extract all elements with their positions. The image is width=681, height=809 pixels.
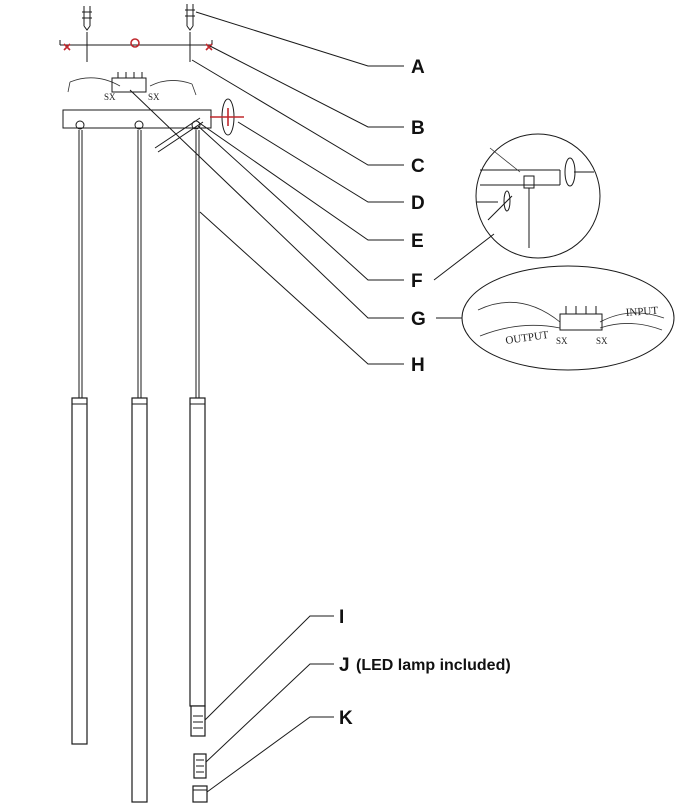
leader-d [237, 121, 498, 203]
inset-output-label: OUTPUT [505, 329, 550, 347]
callout-a: A [411, 57, 425, 78]
canopy-plate [62, 98, 244, 153]
callout-e: E [411, 231, 424, 252]
leader-lines [129, 11, 498, 793]
end-cap-k [192, 785, 208, 803]
callout-labels: A B C D E F G H I J (LED lamp included) … [339, 57, 511, 729]
terminal-block: SX SX [67, 72, 197, 102]
leader-f [197, 125, 495, 281]
led-lamp-j [193, 753, 207, 779]
mounting-bracket [59, 32, 213, 62]
svg-text:SX: SX [104, 92, 116, 102]
suspension-cables [78, 130, 200, 398]
leader-e [197, 121, 404, 241]
inset-cable-gripper [475, 133, 601, 259]
callout-j: J [339, 655, 350, 676]
svg-text:SX: SX [148, 92, 160, 102]
leader-k [206, 716, 334, 793]
leader-a [195, 11, 404, 67]
inset-input-label: INPUT [625, 305, 658, 319]
callout-h: H [411, 355, 425, 376]
callout-i: I [339, 607, 344, 628]
leader-h [199, 211, 404, 365]
lamp-holder-i [190, 705, 206, 737]
inset-wire-mark-right: SX [596, 336, 608, 346]
callout-j-note: (LED lamp included) [356, 657, 511, 674]
inset-wiring: OUTPUT INPUT SX SX [461, 265, 675, 371]
leader-b [209, 45, 404, 128]
leader-j [205, 663, 334, 763]
ceiling-anchor-right [185, 4, 195, 31]
inset-wire-mark-left: SX [556, 336, 568, 346]
lamp-tubes [71, 397, 206, 803]
leader-i [204, 615, 334, 721]
callout-f: F [411, 271, 423, 292]
leader-c [191, 59, 404, 166]
ceiling-anchor-left [82, 6, 92, 31]
callout-b: B [411, 118, 425, 139]
callout-c: C [411, 156, 425, 177]
callout-d: D [411, 193, 425, 214]
callout-g: G [411, 309, 426, 330]
callout-k: K [339, 708, 353, 729]
leader-g [129, 89, 462, 319]
